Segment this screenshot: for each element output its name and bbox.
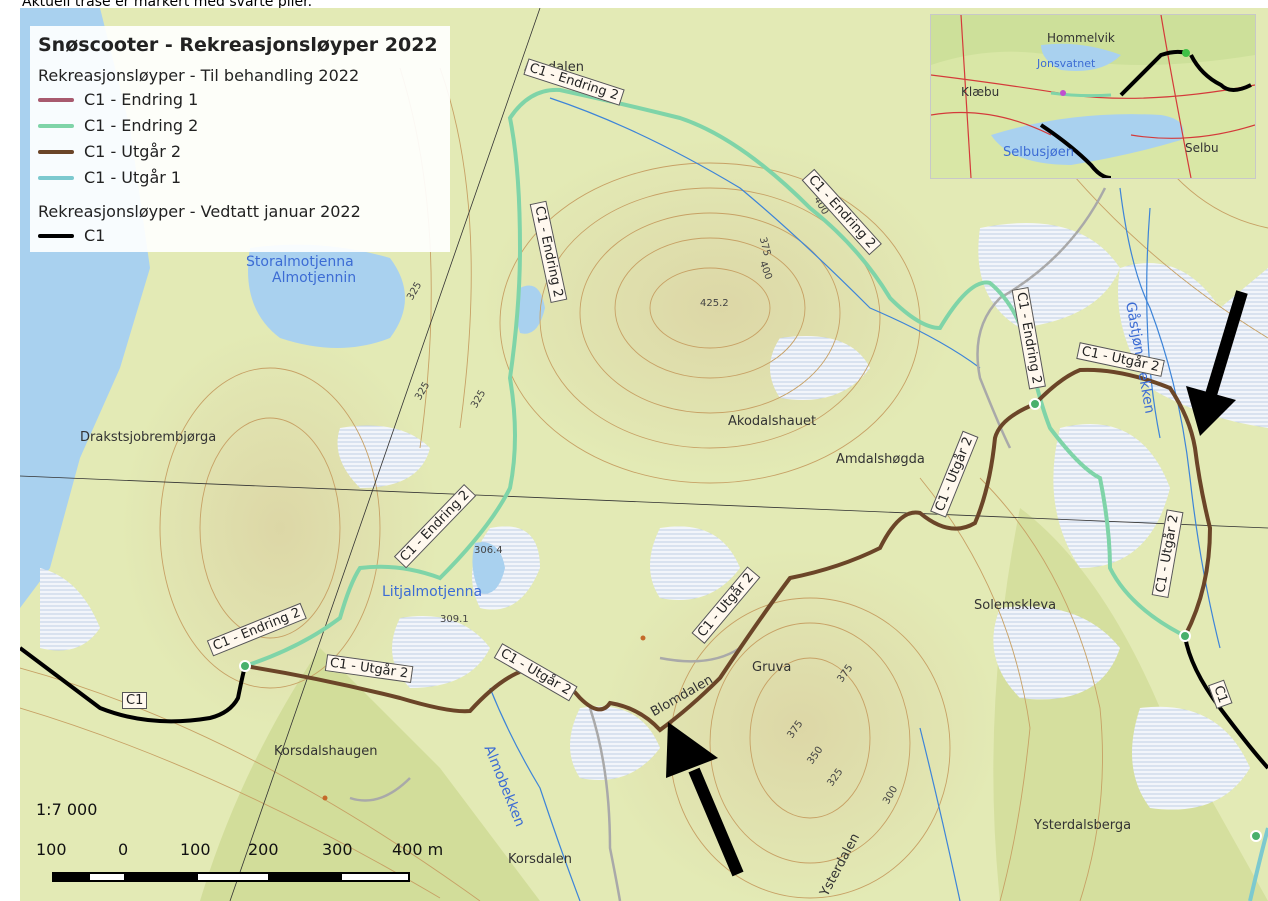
legend-item: C1 - Utgår 2 [38, 142, 181, 161]
lake-litjalmotjenna [472, 542, 505, 594]
scale-segment [268, 872, 342, 882]
marsh [770, 336, 870, 400]
elevation-label: 306.4 [474, 545, 503, 556]
scale-segment [88, 872, 126, 882]
overview-canvas [931, 15, 1255, 178]
route-label-c1: C1 [122, 692, 148, 709]
place-label: Korsdalen [508, 852, 573, 867]
legend-swatch [38, 175, 74, 180]
junction-point[interactable] [1029, 398, 1041, 410]
map-caption: Aktuell trasé er markert med svarte pile… [22, 0, 313, 10]
inset-lake-label: Jonsvatnet [1037, 57, 1096, 70]
tracks [349, 187, 1107, 901]
legend-item-label: C1 [84, 226, 106, 245]
marsh [1132, 706, 1250, 810]
inset-place-label: Hommelvik [1047, 31, 1115, 45]
scale-tick-label: 400 m [392, 840, 444, 859]
marsh [1053, 424, 1170, 568]
map-legend: Snøscooter - Rekreasjonsløyper 2022 Rekr… [30, 26, 450, 252]
legend-item: C1 - Utgår 1 [38, 168, 181, 187]
marsh [40, 568, 100, 651]
marsh [337, 425, 430, 488]
route-c1-utgar2[interactable] [244, 367, 1213, 733]
route-c1-utgar1[interactable] [1248, 827, 1268, 901]
elevation-label: 425.2 [700, 298, 729, 309]
scale-tick-label: 0 [118, 840, 129, 859]
scale-segment [340, 872, 410, 882]
inset-place-label: Selbu [1185, 141, 1219, 155]
inset-place-label: Klæbu [961, 85, 1000, 99]
scale-ratio: 1:7 000 [36, 800, 98, 819]
black-arrow-east [1186, 290, 1248, 436]
legend-title: Snøscooter - Rekreasjonsløyper 2022 [38, 34, 438, 56]
junction-point[interactable] [1179, 630, 1191, 642]
scale-tick-label: 100 [180, 840, 211, 859]
legend-item: C1 [38, 226, 105, 245]
forest-area [200, 648, 540, 901]
junction-point[interactable] [239, 660, 251, 672]
legend-item-label: C1 - Endring 2 [84, 116, 199, 135]
grid-lines [20, 8, 1268, 901]
black-arrow-south [666, 722, 744, 877]
legend-item: C1 - Endring 1 [38, 90, 198, 109]
lake [516, 285, 545, 334]
place-label: Korsdalshaugen [274, 744, 378, 759]
legend-item: C1 - Endring 2 [38, 116, 198, 135]
legend-item-label: C1 - Endring 1 [84, 90, 199, 109]
lake-label: Litjalmotjenna [382, 584, 483, 600]
route-c1-endring2[interactable] [244, 87, 1186, 668]
scale-bar: 1:7 000 100 0 100 200 300 400 m [36, 800, 456, 890]
legend-swatch [38, 97, 74, 102]
place-label: Solemskleva [974, 598, 1057, 613]
legend-swatch [38, 123, 74, 128]
marsh [392, 616, 490, 688]
place-label: Drakstsjobrembjørga [80, 430, 217, 445]
legend-item-label: C1 - Utgår 2 [84, 142, 182, 161]
legend-group-heading: Rekreasjonsløyper - Til behandling 2022 [38, 66, 360, 85]
overview-map[interactable]: Hommelvik Jonsvatnet Klæbu Selbusjøen Se… [930, 14, 1256, 179]
lake-storalmotjenna [248, 244, 405, 348]
junction-point[interactable] [1250, 830, 1262, 842]
marsh [650, 526, 740, 600]
elevation-label: 309.1 [440, 614, 469, 625]
scale-segment [196, 872, 270, 882]
marsh [993, 606, 1120, 700]
legend-item-label: C1 - Utgår 1 [84, 168, 182, 187]
place-label: Akodalshauet [728, 414, 817, 429]
scale-segment [124, 872, 198, 882]
poi-marker [640, 635, 646, 641]
scale-tick-label: 200 [248, 840, 279, 859]
scale-tick-label: 300 [322, 840, 353, 859]
scale-tick-label: 100 [36, 840, 67, 859]
legend-group-heading: Rekreasjonsløyper - Vedtatt januar 2022 [38, 202, 361, 221]
inset-lake-label: Selbusjøen [1003, 145, 1074, 160]
place-label: Amdalshøgda [836, 452, 925, 467]
place-label: Ysterdalsberga [1034, 818, 1132, 833]
lake-label: Almotjennin [272, 270, 357, 286]
poi-marker [322, 795, 328, 801]
legend-swatch [38, 149, 74, 154]
route-c1-vedtatt-west[interactable] [20, 646, 247, 724]
legend-swatch [38, 233, 74, 238]
marsh [570, 706, 660, 780]
lake-label: Storalmotjenna [246, 254, 354, 270]
scale-segment [52, 872, 90, 882]
marsh [1118, 263, 1268, 428]
place-label: Gruva [752, 660, 792, 675]
